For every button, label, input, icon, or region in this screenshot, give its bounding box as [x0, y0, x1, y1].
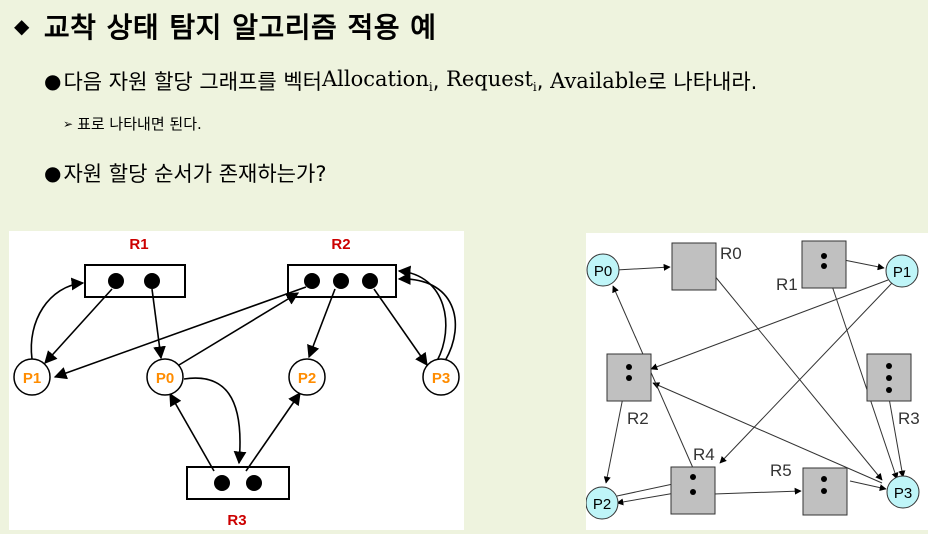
svg-text:R1: R1 [776, 275, 798, 294]
bullet1-suffix: 로 나타내라. [647, 70, 758, 94]
r3-box [186, 466, 290, 500]
title-text: 교착 상태 탐지 알고리즘 적용 예 [43, 11, 437, 44]
page-title: ◆ 교착 상태 탐지 알고리즘 적용 예 [14, 6, 437, 46]
r1-label: R1 [129, 236, 148, 253]
p0-node: P0 [146, 358, 184, 396]
svg-text:P1: P1 [893, 264, 911, 281]
sub-bullet-text: 표로 나타내면 된다. [77, 115, 202, 133]
resource-allocation-graph-2: R0 R1 R2 R3 R4 R5 P0 [585, 233, 928, 530]
graph1-edges [30, 265, 457, 472]
r2-label: R2 [331, 236, 350, 253]
arrowhead-icon: ➢ [63, 116, 74, 131]
r3-node: R3 [866, 353, 920, 428]
bullet1-prefix: 다음 자원 할당 그래프를 벡터 [63, 70, 322, 94]
sub-bullet-table: ➢ 표로 나타내면 된다. [63, 113, 202, 134]
r1-box [84, 264, 186, 298]
svg-text:P1: P1 [23, 370, 41, 387]
svg-text:R0: R0 [720, 244, 742, 263]
available-term: Available [550, 69, 648, 93]
graph2-svg: R0 R1 R2 R3 R4 R5 P0 [585, 240, 920, 520]
diamond-icon: ◆ [14, 14, 30, 38]
p2-node: P2 [288, 358, 326, 396]
r0-node: R0 [671, 242, 742, 291]
svg-text:R4: R4 [693, 445, 715, 464]
r4-node: R4 [670, 445, 716, 515]
dot-icon: ● [44, 161, 62, 185]
r2-box [287, 264, 397, 298]
graph2-edges [603, 255, 906, 506]
r3-label: R3 [227, 512, 246, 529]
svg-text:P2: P2 [298, 370, 316, 387]
svg-text:P0: P0 [156, 370, 174, 387]
svg-text:R3: R3 [898, 409, 920, 428]
svg-text:P2: P2 [593, 496, 611, 513]
bullet2-text: 자원 할당 순서가 존재하는가? [63, 162, 327, 186]
bullet-order-question: ● 자원 할당 순서가 존재하는가? [44, 158, 326, 188]
p2-node: P2 [585, 486, 619, 520]
request-term: Requesti [446, 67, 537, 95]
r1-node: R1 [776, 240, 847, 294]
p1-node: P1 [885, 254, 919, 288]
svg-text:P3: P3 [432, 370, 450, 387]
r5-node: R5 [770, 461, 848, 516]
svg-text:R5: R5 [770, 461, 792, 480]
bullet-vector-question: ● 다음 자원 할당 그래프를 벡터 Allocationi, Requesti… [44, 67, 758, 95]
svg-text:P0: P0 [594, 263, 612, 280]
svg-text:P3: P3 [894, 485, 912, 502]
p1-node: P1 [13, 358, 51, 396]
svg-text:R2: R2 [627, 409, 649, 428]
p0-node: P0 [586, 253, 620, 287]
p3-node: P3 [886, 475, 920, 509]
p3-node: P3 [422, 358, 460, 396]
dot-icon: ● [44, 69, 62, 93]
r2-node: R2 [606, 353, 652, 428]
resource-allocation-graph-1: R1 R2 R3 [9, 231, 464, 530]
graph1-svg: R1 R2 R3 [13, 236, 460, 529]
allocation-term: Allocationi [322, 67, 433, 95]
